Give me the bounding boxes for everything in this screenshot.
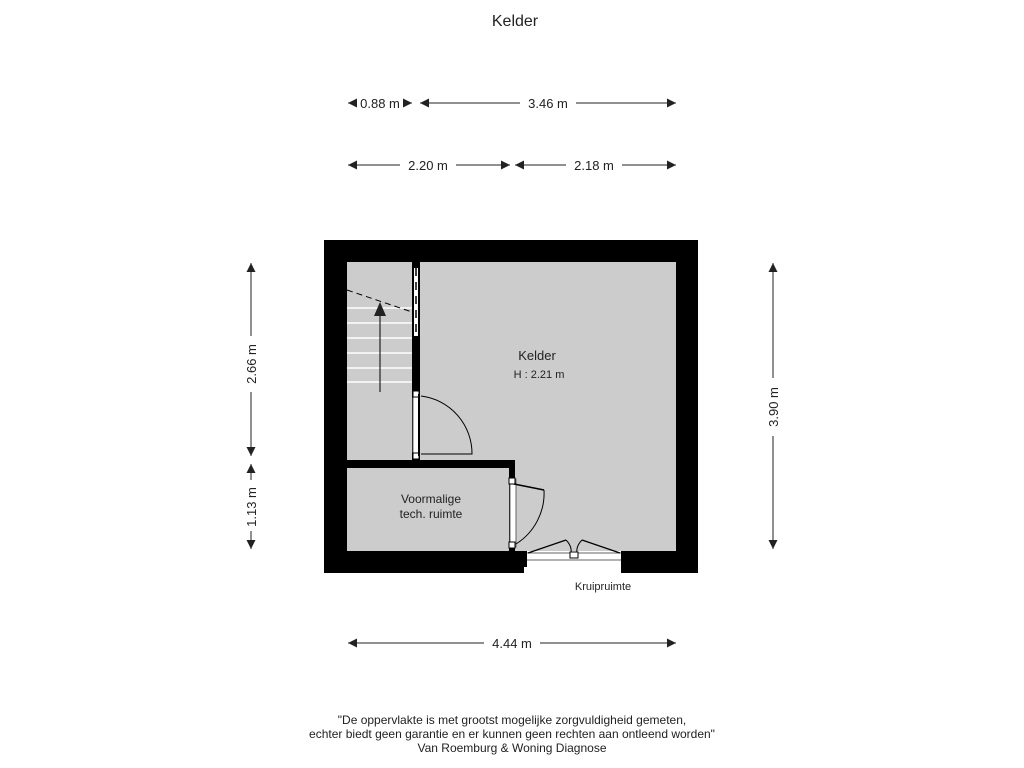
dimension-390: 3.90 m xyxy=(766,387,781,427)
disclaimer: "De oppervlakte is met grootst mogelijke… xyxy=(0,713,1024,755)
door-swing-stairs xyxy=(418,394,473,456)
dimension-088: 0.88 m xyxy=(360,96,400,111)
dimension-266: 2.66 m xyxy=(244,344,259,384)
room-height-kelder: H : 2.21 m xyxy=(514,369,565,381)
room-label-tech-line1: Voormalige xyxy=(401,492,461,506)
dimension-top-row-1: 0.88 m 3.46 m xyxy=(348,96,676,111)
plan-title: Kelder xyxy=(492,13,539,30)
dimension-444: 4.44 m xyxy=(492,636,532,651)
label-crawlspace: Kruipruimte xyxy=(575,581,631,593)
room-label-tech-line2: tech. ruimte xyxy=(400,507,463,521)
dimension-220: 2.20 m xyxy=(408,158,448,173)
staircase xyxy=(346,289,413,392)
door-swing-crawlspace xyxy=(527,539,621,559)
disclaimer-line-1: "De oppervlakte is met grootst mogelijke… xyxy=(337,713,687,727)
disclaimer-line-2: echter biedt geen garantie en er kunnen … xyxy=(309,727,715,741)
dimension-bottom: 4.44 m xyxy=(348,636,676,651)
interior-wall-stairs xyxy=(412,262,420,460)
room-label-kelder: Kelder xyxy=(518,348,556,363)
dimension-113: 1.13 m xyxy=(244,487,259,527)
interior-wall-tech-room xyxy=(347,460,515,468)
dimension-top-row-2: 2.20 m 2.18 m xyxy=(348,158,676,173)
crawlspace-opening xyxy=(524,551,624,573)
dimension-left: 2.66 m 1.13 m xyxy=(244,263,259,549)
door-swing-tech-room xyxy=(513,483,545,545)
disclaimer-line-3: Van Roemburg & Woning Diagnose xyxy=(417,741,607,755)
dimension-218: 2.18 m xyxy=(574,158,614,173)
door-opening-tech-room xyxy=(509,478,517,548)
dimension-346: 3.46 m xyxy=(528,96,568,111)
stair-direction-arrow-icon xyxy=(374,302,386,316)
dimension-right: 3.90 m xyxy=(766,263,781,549)
